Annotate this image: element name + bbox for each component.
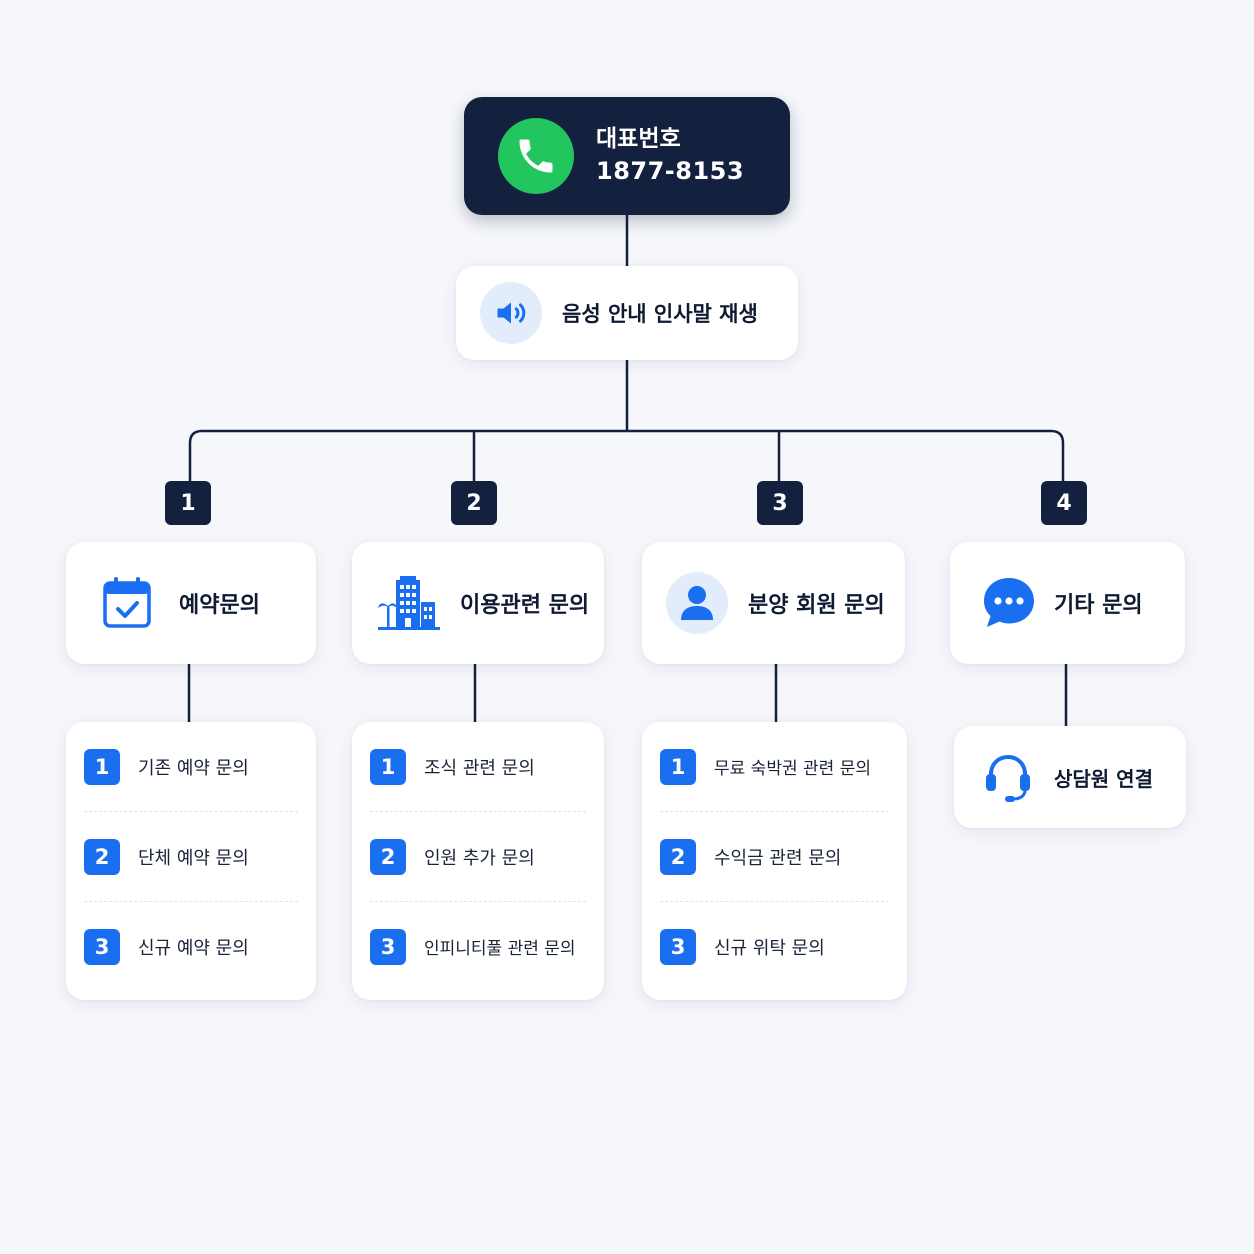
option-label: 인피니티풀 관련 문의	[424, 939, 576, 959]
menu-number-badge-1: 1	[165, 481, 211, 525]
list-item[interactable]: 1 기존 예약 문의	[84, 722, 298, 812]
category-label-member: 분양 회원 문의	[748, 593, 885, 618]
option-number-badge: 2	[660, 838, 696, 875]
speaker-icon	[480, 282, 542, 344]
sub-menu-member: 1 무료 숙박권 관련 문의 2 수익금 관련 문의 3 신규 위탁 문의	[642, 722, 907, 1000]
agent-connect-node[interactable]: 상담원 연결	[954, 726, 1186, 828]
category-label-usage: 이용관련 문의	[460, 593, 590, 618]
category-other: 기타 문의	[950, 542, 1185, 664]
list-item[interactable]: 3 인피니티풀 관련 문의	[370, 902, 586, 991]
agent-connect-label: 상담원 연결	[1054, 766, 1153, 791]
list-item[interactable]: 3 신규 위탁 문의	[660, 902, 889, 991]
option-label: 수익금 관련 문의	[714, 847, 842, 869]
category-label-other: 기타 문의	[1054, 593, 1143, 618]
option-number-badge: 1	[84, 748, 120, 785]
option-label: 신규 예약 문의	[138, 937, 249, 959]
phone-icon	[498, 118, 574, 194]
option-number-badge: 2	[84, 838, 120, 875]
category-label-reservation: 예약문의	[179, 593, 260, 618]
main-phone-number: 1877-8153	[596, 157, 745, 185]
option-label: 신규 위탁 문의	[714, 937, 825, 959]
greeting-label: 음성 안내 인사말 재생	[562, 302, 758, 326]
option-label: 인원 추가 문의	[424, 847, 535, 869]
option-label: 무료 숙박권 관련 문의	[714, 759, 871, 779]
option-number-badge: 2	[370, 838, 406, 875]
calendar-check-icon	[100, 573, 154, 633]
option-number-badge: 3	[370, 928, 406, 965]
option-number-badge: 1	[660, 748, 696, 785]
option-label: 기존 예약 문의	[138, 757, 249, 779]
chat-bubble-icon	[982, 575, 1036, 631]
option-number-badge: 3	[84, 928, 120, 965]
category-reservation: 예약문의	[66, 542, 316, 664]
list-item[interactable]: 2 인원 추가 문의	[370, 812, 586, 902]
list-item[interactable]: 2 수익금 관련 문의	[660, 812, 889, 902]
list-item[interactable]: 1 무료 숙박권 관련 문의	[660, 722, 889, 812]
menu-number-badge-3: 3	[757, 481, 803, 525]
category-usage: 이용관련 문의	[352, 542, 604, 664]
option-number-badge: 1	[370, 748, 406, 785]
sub-menu-reservation: 1 기존 예약 문의 2 단체 예약 문의 3 신규 예약 문의	[66, 722, 316, 1000]
sub-menu-usage: 1 조식 관련 문의 2 인원 추가 문의 3 인피니티풀 관련 문의	[352, 722, 604, 1000]
main-number-title: 대표번호	[596, 126, 681, 152]
headset-icon	[982, 751, 1034, 803]
hotel-building-icon	[378, 573, 440, 633]
option-label: 조식 관련 문의	[424, 757, 535, 779]
list-item[interactable]: 2 단체 예약 문의	[84, 812, 298, 902]
option-number-badge: 3	[660, 928, 696, 965]
menu-number-badge-4: 4	[1041, 481, 1087, 525]
list-item[interactable]: 1 조식 관련 문의	[370, 722, 586, 812]
list-item[interactable]: 3 신규 예약 문의	[84, 902, 298, 991]
category-member: 분양 회원 문의	[642, 542, 905, 664]
user-icon	[666, 572, 728, 634]
greeting-node: 음성 안내 인사말 재생	[456, 266, 798, 360]
menu-number-badge-2: 2	[451, 481, 497, 525]
main-number-node: 대표번호 1877-8153	[464, 97, 790, 215]
option-label: 단체 예약 문의	[138, 847, 249, 869]
